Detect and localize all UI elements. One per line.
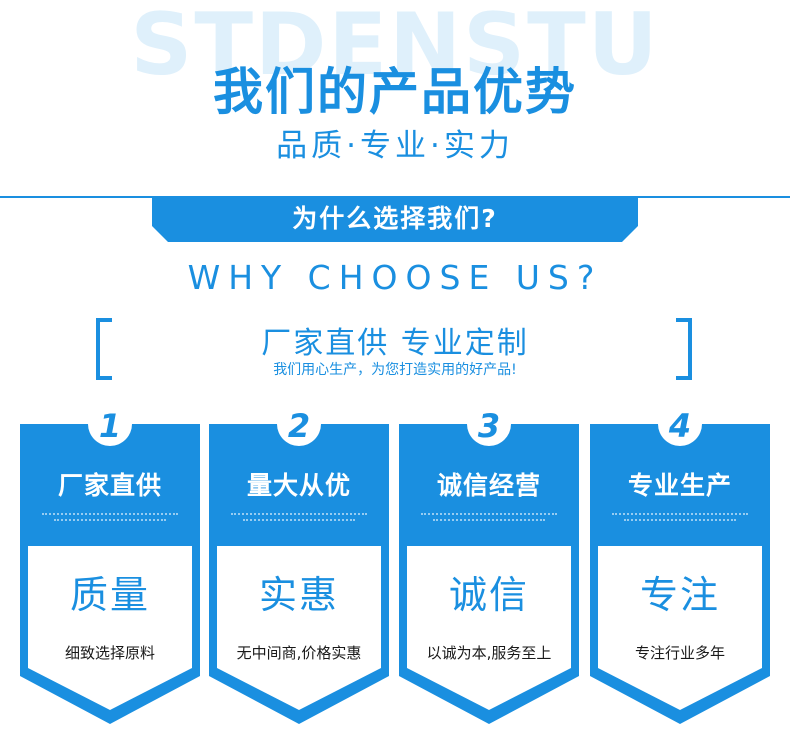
advantage-card-1: 1 厂家直供 质量 细致选择原料: [20, 406, 200, 724]
card-background: [399, 424, 579, 724]
card-keyword: 诚信: [448, 573, 529, 617]
advantage-card-2: 2 量大从优 实惠 无中间商,价格实惠: [209, 406, 389, 724]
card-fine-print: [231, 510, 367, 524]
card-description: 细致选择原料: [64, 644, 155, 662]
banner-title: 为什么选择我们?: [292, 204, 498, 233]
card-background: [20, 424, 200, 724]
brand-watermark: STDENSTU: [130, 0, 660, 95]
card-background: [209, 424, 389, 724]
right-bracket: [676, 318, 692, 380]
card-keyword: 质量: [69, 573, 150, 617]
card-description: 专注行业多年: [634, 644, 725, 662]
card-title: 厂家直供: [57, 471, 162, 500]
advantage-card-4: 4 专业生产 专注 专注行业多年: [590, 406, 770, 724]
card-fine-print: [42, 510, 178, 524]
advantage-card-3: 3 诚信经营 诚信 以诚为本,服务至上: [399, 406, 579, 724]
why-choose-us-heading: WHY CHOOSE US?: [187, 258, 603, 297]
banner-shape: [152, 196, 638, 242]
page-subtitle: 品质·专业·实力: [276, 128, 514, 164]
card-title: 诚信经营: [436, 471, 541, 500]
card-fine-print: [421, 510, 557, 524]
card-number: 1: [98, 407, 122, 445]
card-number: 4: [668, 407, 692, 445]
card-keyword: 专注: [639, 573, 720, 617]
card-fine-print: [612, 510, 748, 524]
card-description: 无中间商,价格实惠: [236, 644, 362, 662]
card-number: 3: [477, 407, 501, 445]
card-description: 以诚为本,服务至上: [426, 644, 552, 662]
card-number: 2: [287, 407, 311, 445]
card-title: 量大从优: [246, 471, 351, 500]
card-background: [590, 424, 770, 724]
section-banner: 为什么选择我们?: [152, 196, 638, 242]
left-bracket: [96, 318, 112, 380]
card-keyword: 实惠: [258, 573, 339, 617]
page-title: 我们的产品优势: [213, 63, 577, 121]
card-title: 专业生产: [627, 471, 732, 500]
slogan-title: 厂家直供 专业定制: [261, 326, 529, 361]
slogan-subtitle: 我们用心生产，为您打造实用的好产品!: [273, 362, 517, 378]
